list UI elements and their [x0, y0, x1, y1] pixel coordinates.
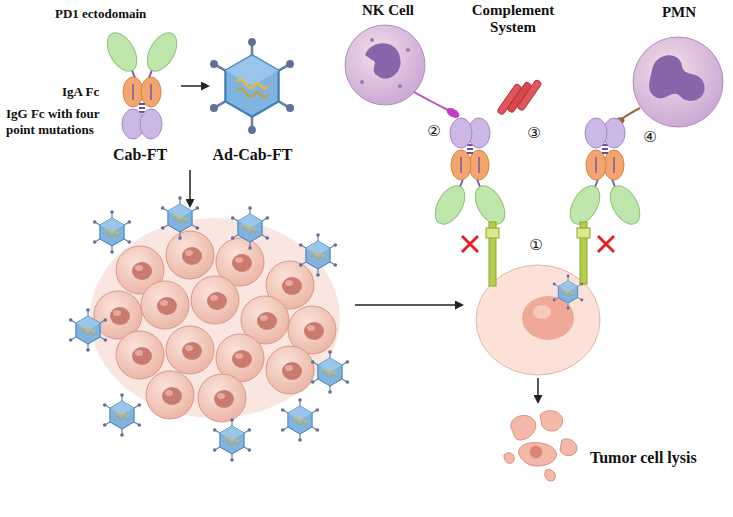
virus-symbol [553, 275, 584, 310]
flow-arrow [181, 85, 208, 87]
result-label: Tumor cell lysis [590, 448, 726, 468]
cab-ft-antibody [101, 28, 183, 139]
callout-number: ② [424, 122, 444, 141]
cell-label: PMN [652, 4, 706, 21]
complement-label: Complement System [460, 2, 566, 37]
virus-symbol [93, 210, 131, 254]
nk-cell [345, 25, 461, 120]
node-text: PMN [662, 4, 696, 21]
virus-symbol [299, 233, 337, 277]
node-text: Complement System [460, 2, 566, 37]
ad-cab-ft-virus [210, 38, 294, 134]
node-text: NK Cell [362, 2, 414, 19]
complement-symbol [497, 79, 542, 115]
virus-symbol [231, 206, 269, 250]
arrow-line [189, 170, 191, 206]
part-label: IgG Fc with four point mutations [6, 106, 118, 139]
virus-label-box: Ad-Cab-FT [209, 28, 296, 164]
virus-symbol [213, 418, 251, 462]
virus-symbol [69, 308, 107, 352]
virus-symbol [103, 393, 141, 437]
cell-label: NK Cell [355, 2, 421, 19]
antibody-label-box: Cab-FT [100, 28, 180, 164]
virus-symbol [161, 196, 199, 240]
lysed-cell [504, 411, 577, 481]
virus-symbol [281, 398, 319, 442]
pd-l1-receptor [486, 222, 590, 286]
part-label: PD1 ectodomain [55, 6, 180, 22]
node-text: Cab-FT [113, 146, 167, 164]
node-text: Ad-Cab-FT [212, 146, 292, 164]
virus-symbol [311, 350, 349, 394]
callout-number: ③ [524, 124, 544, 143]
pmn-cell [610, 37, 723, 129]
bound-antibody [564, 118, 646, 229]
part-label: IgA Fc [62, 84, 120, 100]
arrow-line [537, 378, 539, 402]
bound-antibody [429, 118, 511, 229]
arrow-line [355, 304, 462, 306]
callout-number: ④ [640, 128, 660, 147]
callout-number: ① [526, 236, 546, 255]
tumor-mass [90, 218, 340, 422]
